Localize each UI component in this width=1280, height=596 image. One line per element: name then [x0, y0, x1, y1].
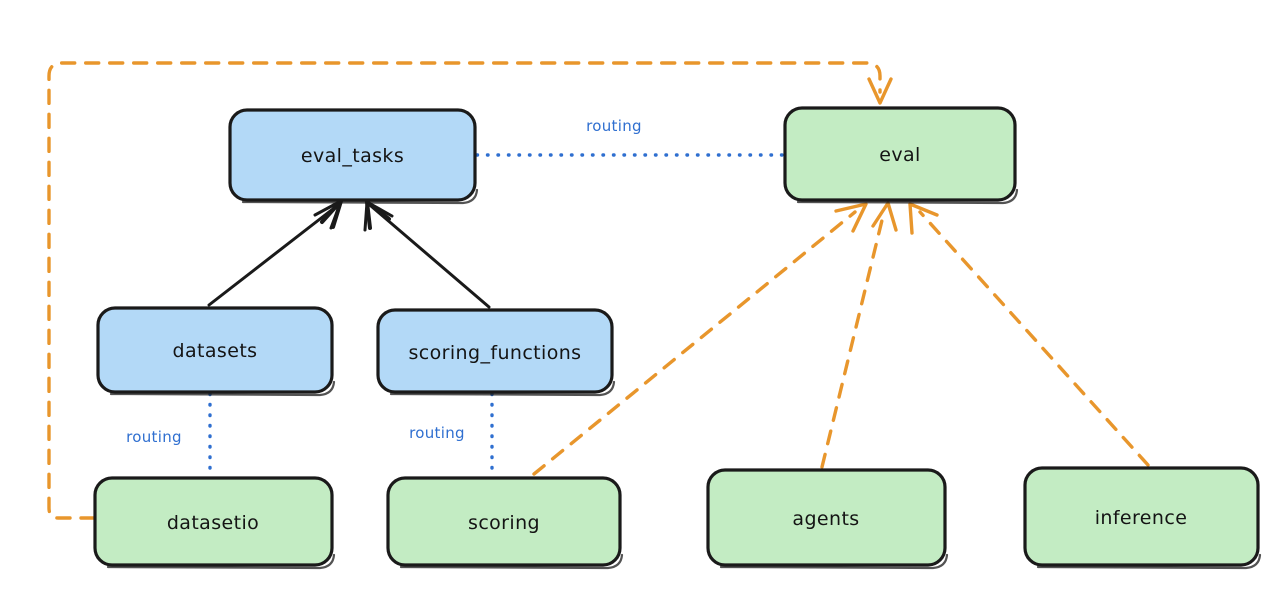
node-scoring-functions[interactable]: scoring_functions: [376, 308, 616, 397]
edge-scoring-to-eval-path: [532, 210, 857, 476]
edge-inference-to-eval-arrowhead: [908, 202, 939, 235]
node-datasets-label: datasets: [173, 340, 258, 362]
node-inference-shadow: [1036, 553, 1262, 570]
edge-scoringfn-arrow-fill: [365, 200, 391, 230]
node-agents[interactable]: agents: [706, 468, 949, 570]
node-scoring-shape: [386, 476, 622, 567]
node-eval-tasks-shadow: [241, 188, 479, 205]
edge-agents-to-eval-arrowhead: [871, 201, 898, 232]
node-datasetio[interactable]: datasetio: [93, 476, 336, 570]
edge-agents-to-eval-path: [820, 210, 886, 469]
edge-inference-to-eval-path: [918, 210, 1150, 467]
edge-label-routing-scoring: routing: [409, 424, 465, 442]
node-eval-tasks-shape: [228, 108, 477, 202]
node-eval-label: eval: [879, 144, 920, 166]
node-scoring-functions-shape: [376, 308, 614, 394]
node-scoring-functions-shadow: [389, 380, 616, 397]
node-eval-tasks-label: eval_tasks: [301, 145, 404, 167]
edge-agents-to-eval: [820, 201, 898, 469]
node-datasetio-shape: [93, 476, 334, 567]
node-eval-tasks[interactable]: eval_tasks: [228, 108, 479, 205]
node-agents-label: agents: [792, 508, 859, 530]
node-datasetio-shadow: [106, 553, 336, 570]
node-scoring-functions-label: scoring_functions: [409, 342, 582, 364]
node-eval-shape: [783, 106, 1017, 202]
edge-label-routing-datasetio: routing: [126, 428, 182, 446]
edge-datasets-to-eval-tasks-path: [207, 203, 340, 307]
node-scoring-label: scoring: [468, 512, 540, 534]
node-inference-label: inference: [1095, 507, 1188, 529]
node-scoring-shadow: [399, 553, 624, 570]
node-datasets-shadow: [109, 380, 336, 397]
node-agents-shape: [706, 468, 947, 567]
node-eval-shadow: [796, 188, 1019, 205]
node-scoring[interactable]: scoring: [386, 476, 624, 570]
edge-datasets-to-eval-tasks: [207, 199, 343, 307]
node-inference[interactable]: inference: [1023, 466, 1262, 570]
edge-scoring-to-eval-arrowhead: [834, 202, 868, 233]
node-eval[interactable]: eval: [783, 106, 1019, 205]
edge-datasetio-to-eval-path: [47, 61, 882, 520]
edge-datasetio-to-eval: [47, 61, 893, 520]
node-agents-shadow: [719, 553, 949, 570]
edge-datasets-arrow-fill: [320, 199, 343, 229]
edge-inference-to-eval: [908, 202, 1150, 467]
node-datasetio-label: datasetio: [167, 512, 259, 534]
node-datasets[interactable]: datasets: [96, 306, 336, 397]
edge-scoringfn-to-eval-tasks: [363, 200, 491, 309]
edge-scoringfn-to-eval-tasks-path: [369, 204, 491, 309]
edge-scoring-to-eval: [532, 202, 868, 476]
node-datasets-shape: [96, 306, 334, 394]
edge-label-routing-eval: routing: [586, 117, 642, 135]
node-inference-shape: [1023, 466, 1260, 567]
edge-datasetio-to-eval-arrowhead: [867, 77, 893, 105]
